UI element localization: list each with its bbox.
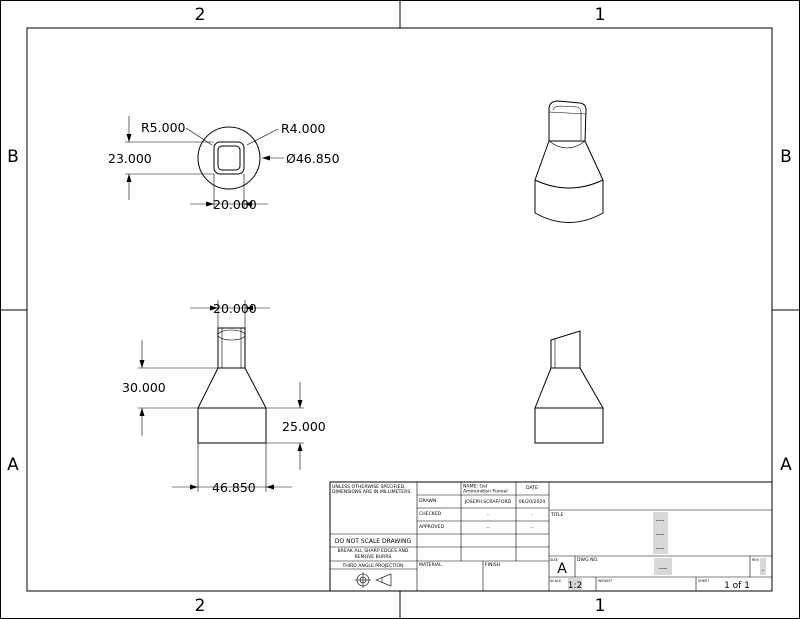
zone-label-col: 2: [195, 5, 206, 25]
checked-label: CHECKED: [419, 511, 442, 517]
drawn-by: JOSEPH SCRAFFORD: [464, 499, 512, 505]
finish-label: FINISH: [485, 562, 500, 568]
scale-label: SCALE: [550, 579, 561, 583]
drawn-date: 06/20/2024: [519, 499, 546, 505]
title-line: ----: [656, 517, 665, 524]
dim-base-height: 25.000: [282, 419, 326, 434]
sheet-value: 1 of 1: [724, 581, 750, 591]
dim-diameter: Ø46.850: [286, 151, 340, 166]
approved-label: APPROVED: [419, 524, 444, 530]
break-edges-note: REMOVE BURRS: [355, 554, 392, 560]
drawing-frame: [26, 27, 773, 592]
zone-label-col: 1: [595, 596, 606, 616]
zone-label-row: B: [7, 147, 19, 167]
third-angle-projection-icon: [355, 572, 392, 588]
material-label: MATERIAL: [419, 562, 442, 568]
right-view: [534, 330, 604, 444]
title-line: ----: [656, 545, 665, 552]
title-line: ----: [656, 531, 665, 538]
date-label: DATE: [526, 485, 538, 491]
dim-fillet-r5: R5.000: [141, 120, 186, 135]
break-edges-note: BREAK ALL SHARP EDGES AND: [338, 548, 409, 554]
rev-value: -: [762, 567, 764, 574]
weight-label: WEIGHT: [598, 579, 613, 583]
approved-date: --: [530, 526, 534, 531]
dim-cone-height: 30.000: [122, 380, 166, 395]
zone-label-col: 1: [595, 5, 606, 25]
zone-label-row: B: [780, 147, 792, 167]
size-value: A: [557, 561, 567, 577]
projection-label: THIRD ANGLE PROJECTION: [341, 563, 403, 569]
do-not-scale-note: DO NOT SCALE DRAWING: [335, 538, 412, 545]
isometric-view: [534, 100, 604, 223]
title-block: UNLESS OTHERWISE SPECIFIED,DIMENSIONS AR…: [329, 481, 773, 592]
zone-label-row: A: [7, 455, 19, 475]
zone-label-row: A: [780, 455, 792, 475]
rev-label: REV: [752, 558, 760, 562]
front-view: 20.000 30.000 25.000 46.850: [122, 300, 326, 495]
dim-fillet-r4: R4.000: [281, 121, 326, 136]
checked-date: -: [531, 513, 533, 518]
drawn-label: DRAWN: [419, 498, 436, 504]
top-view: R5.000 R4.000 23.000 Ø46.850 20.000: [108, 116, 340, 212]
dim-height-23: 23.000: [108, 151, 152, 166]
dwg-no: ----: [659, 565, 668, 572]
checked-by: -: [487, 513, 489, 518]
dim-base-width: 46.850: [212, 480, 256, 495]
dim-neck-width: 20.000: [213, 301, 257, 316]
scale-value: 1:2: [568, 581, 582, 591]
general-note: UNLESS OTHERWISE SPECIFIED,DIMENSIONS AR…: [332, 484, 412, 495]
dwg-no-label: DWG NO.: [577, 557, 598, 563]
approved-by: --: [486, 526, 490, 531]
dim-width-20: 20.000: [213, 197, 257, 212]
zone-label-col: 2: [195, 596, 206, 616]
title-label: TITLE: [550, 512, 564, 518]
sheet-label: SHEET: [698, 579, 710, 583]
size-label: SIZE: [550, 558, 558, 562]
